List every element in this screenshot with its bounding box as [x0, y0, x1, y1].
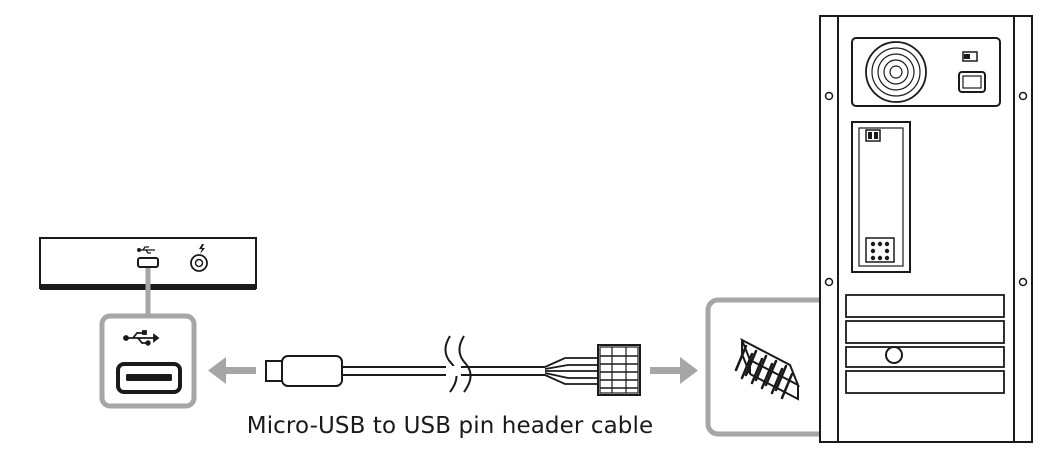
arrow-right [650, 357, 698, 384]
micro-usb-zoom-callout [99, 313, 197, 409]
pin-header-zoom-callout [705, 297, 839, 437]
cable-wires [544, 357, 600, 385]
fan-icon [865, 41, 927, 103]
diagram-caption: Micro-USB to USB pin header cable [246, 413, 654, 439]
pc-tower [819, 15, 1033, 443]
power-supply [851, 37, 1001, 107]
usb-icon [123, 330, 160, 346]
controller-device [39, 237, 257, 290]
expansion-slots [845, 294, 1005, 394]
pin-header-plug [597, 344, 641, 396]
arrow-left [208, 357, 256, 384]
usb-cable [342, 335, 545, 393]
io-shield [851, 121, 911, 273]
micro-usb-plug [265, 355, 343, 387]
usb-icon [137, 246, 155, 254]
lightning-icon [199, 244, 205, 254]
motherboard-usb-header [885, 346, 903, 364]
micro-usb-port [137, 257, 159, 268]
